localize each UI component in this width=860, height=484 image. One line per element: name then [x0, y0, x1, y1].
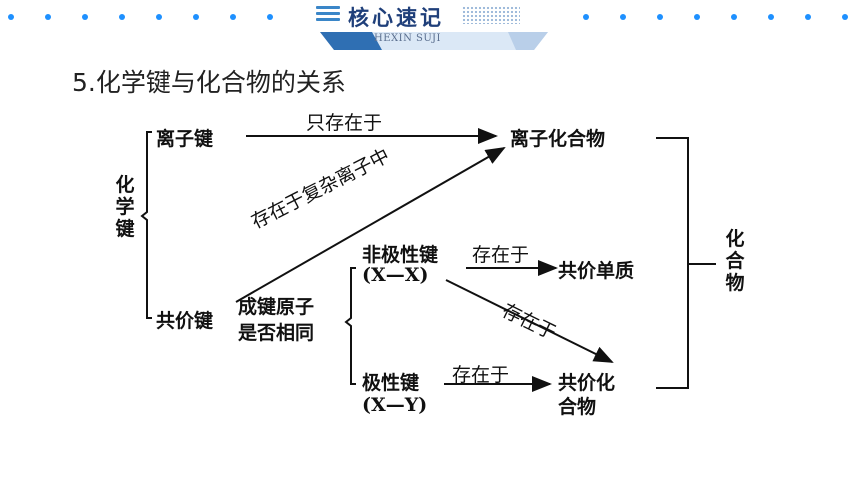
decorative-dot — [193, 14, 199, 20]
decorative-dot — [583, 14, 589, 20]
decorative-dot — [119, 14, 125, 20]
exists-in-label-1: 存在于 — [472, 244, 530, 266]
decorative-dot — [82, 14, 88, 20]
polar-formula: (X—Y) — [362, 394, 428, 416]
decorative-dot — [8, 14, 14, 20]
only-exists-in-label: 只存在于 — [306, 112, 383, 134]
compound-vertical-label: 化合物 — [725, 228, 745, 294]
menu-lines-icon — [316, 6, 340, 26]
banner-title: 核心速记 — [348, 6, 444, 30]
decorative-dot — [156, 14, 162, 20]
compound-bracket — [656, 137, 689, 389]
ionic-compound-label: 离子化合物 — [510, 128, 606, 150]
arrow-complex-ions — [235, 147, 506, 303]
page-title: 5.化学键与化合物的关系 — [72, 68, 346, 97]
banner-ribbon — [320, 32, 548, 50]
decorative-dot — [731, 14, 737, 20]
decorative-dot — [267, 14, 273, 20]
banner-subtitle: HEXIN SUJI — [374, 33, 441, 44]
covalent-bond-label: 共价键 — [156, 310, 214, 332]
covalent-compound-line1: 共价化 — [558, 372, 616, 394]
decorative-dot — [230, 14, 236, 20]
same-atoms-question-line2: 是否相同 — [238, 322, 315, 344]
ionic-bond-label: 离子键 — [156, 128, 214, 150]
exists-in-label-3: 存在于 — [452, 364, 510, 386]
covalent-compound-line2: 合物 — [558, 396, 597, 418]
arrow-nonpolar-to-compound — [445, 279, 614, 363]
decorative-dot — [842, 14, 848, 20]
nonpolar-formula: (X—X) — [362, 264, 429, 286]
right-brace — [344, 267, 356, 385]
decorative-dots-right — [575, 14, 860, 24]
decorative-dots-left — [0, 14, 300, 24]
decorative-dot — [768, 14, 774, 20]
section-banner: 核心速记 HEXIN SUJI — [312, 0, 552, 52]
dot-grid-decoration — [462, 6, 520, 24]
decorative-dot — [805, 14, 811, 20]
decorative-dot — [45, 14, 51, 20]
same-atoms-question-line1: 成键原子 — [238, 296, 315, 318]
decorative-dot — [694, 14, 700, 20]
polar-bond-label: 极性键 — [362, 372, 420, 394]
left-brace — [140, 131, 152, 319]
nonpolar-bond-label: 非极性键 — [362, 244, 439, 266]
decorative-dot — [657, 14, 663, 20]
decorative-dot — [620, 14, 626, 20]
covalent-element-label: 共价单质 — [558, 260, 635, 282]
chemical-bond-label: 化学键 — [115, 174, 135, 240]
